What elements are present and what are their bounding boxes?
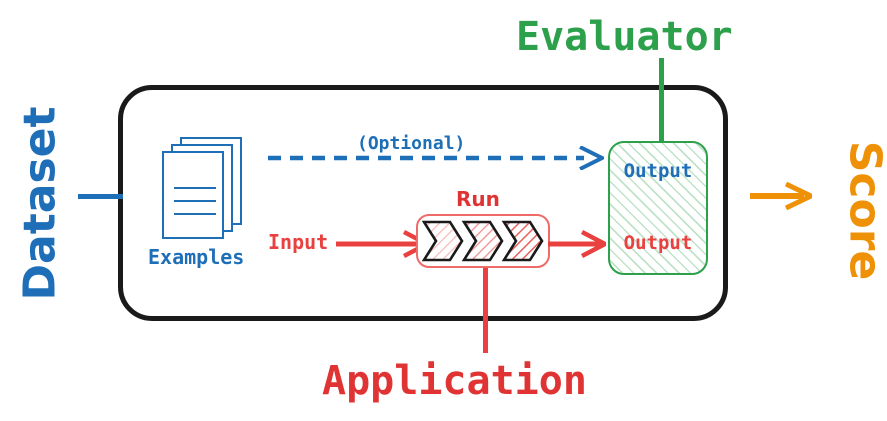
chevron-pipeline-icon (422, 220, 544, 262)
output-box-hatch (610, 143, 706, 273)
document-stack-icon-front (162, 151, 224, 239)
output-label-application: Output (623, 232, 693, 254)
output-box: Output Output (608, 141, 708, 275)
run-output-arrow-right-icon (548, 230, 606, 258)
score-arrow-right-icon (750, 182, 812, 210)
output-label-dataset: Output (623, 160, 693, 182)
run-label: Run (456, 187, 500, 211)
score-label: Score (839, 140, 887, 281)
pipeline-container (118, 85, 728, 321)
document-text-line (174, 213, 216, 215)
evaluator-label: Evaluator (516, 14, 733, 60)
dataset-connector-line (78, 194, 123, 199)
input-arrow-right-icon (336, 230, 428, 258)
dashed-arrow-right-icon (268, 146, 604, 170)
evaluator-connector-line (659, 58, 664, 142)
document-text-line (174, 187, 216, 189)
document-text-line (174, 200, 216, 202)
dataset-label: Dataset (14, 106, 66, 301)
input-label: Input (268, 230, 329, 254)
application-connector-line (483, 265, 488, 353)
application-label: Application (322, 358, 587, 404)
examples-group: Examples (148, 137, 266, 269)
examples-caption: Examples (148, 245, 245, 269)
optional-label: (Optional) (357, 133, 466, 154)
